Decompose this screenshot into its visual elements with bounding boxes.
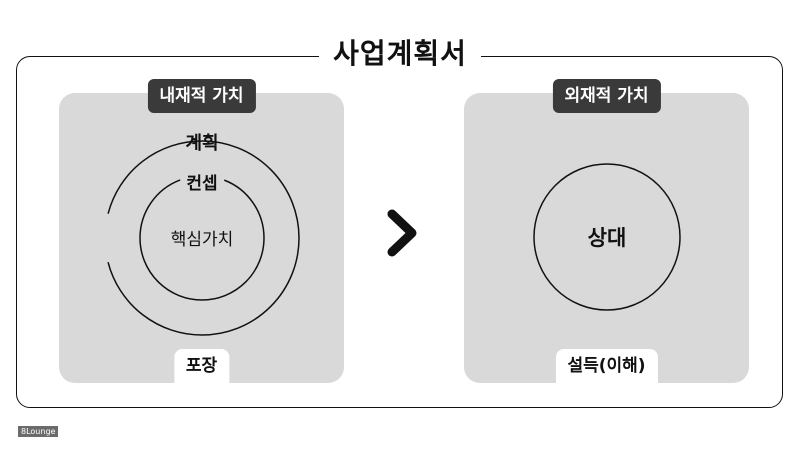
middle-ring-label: 컨셉 [186, 174, 217, 194]
outer-ring-label: 계획 [185, 133, 218, 154]
outer-ring [104, 140, 300, 336]
extrinsic-value-panel: 외재적 가치 설득(이해) [464, 79, 749, 383]
counterpart-label: 상대 [588, 226, 627, 250]
middle-ring [139, 175, 265, 301]
packaging-label: 포장 [173, 349, 230, 383]
chevron-right-icon [387, 209, 417, 257]
watermark: 8Lounge [18, 426, 59, 437]
intrinsic-value-badge: 내재적 가치 [147, 79, 256, 113]
extrinsic-value-badge: 외재적 가치 [552, 79, 661, 113]
counterpart-circle [533, 163, 681, 311]
persuasion-label: 설득(이해) [555, 349, 658, 383]
core-value-label: 핵심가치 [171, 230, 234, 250]
